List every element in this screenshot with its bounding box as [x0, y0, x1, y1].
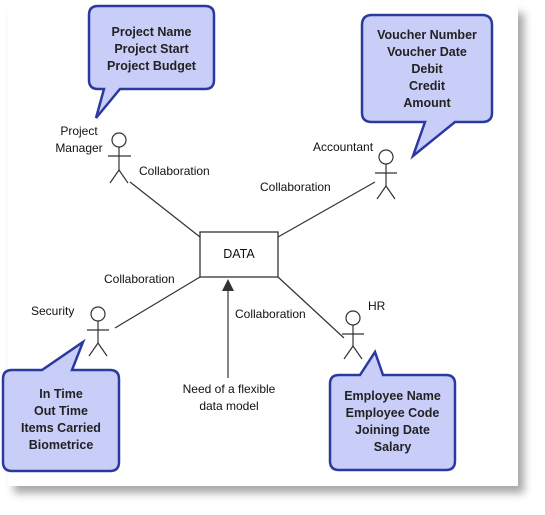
connector-accountant [277, 181, 376, 238]
connector-label-security: Collaboration [104, 272, 175, 286]
attribute: Salary [373, 440, 412, 454]
attribute: Items Carried [21, 421, 101, 435]
connector-label-project-manager: Collaboration [139, 164, 210, 178]
callout-accountant [360, 13, 494, 160]
attribute: Project Name [111, 25, 192, 39]
actor-hr-figure [342, 310, 364, 360]
connector-hr [277, 276, 345, 339]
accountant-attributes: Voucher Number Voucher Date Debit Credit… [362, 27, 492, 112]
attribute: Employee Name [344, 389, 441, 403]
attribute: Voucher Date [387, 45, 467, 59]
note-line: data model [199, 399, 259, 413]
actor-security-name: Security [31, 304, 75, 318]
project-manager-attributes: Project Name Project Start Project Budge… [89, 24, 214, 75]
actor-name-line: Project [60, 124, 98, 138]
attribute: Employee Code [345, 406, 440, 420]
note-line: Need of a flexible [182, 382, 276, 396]
attribute: Joining Date [354, 423, 430, 437]
actor-accountant-name: Accountant [313, 140, 374, 154]
data-box-label: DATA [223, 247, 255, 261]
actor-project-manager-figure [108, 132, 131, 184]
actor-name-line: Manager [55, 141, 103, 155]
callout-security [1, 338, 121, 473]
attribute: Biometrice [28, 438, 94, 452]
data-box [199, 231, 279, 278]
attribute: Credit [408, 79, 446, 93]
hr-attributes: Employee Name Employee Code Joining Date… [330, 388, 455, 456]
callout-hr [328, 349, 457, 472]
attribute: Out Time [34, 404, 88, 418]
connector-project-manager [129, 181, 201, 238]
attribute: In Time [39, 387, 83, 401]
attribute: Project Start [114, 42, 189, 56]
attribute: Debit [411, 62, 443, 76]
attribute: Project Budget [107, 59, 196, 73]
connector-security [114, 276, 201, 329]
connector-label-hr: Collaboration [235, 307, 306, 321]
actor-project-manager-name: Project Manager [50, 123, 108, 157]
attribute: Amount [403, 96, 451, 110]
actor-security-figure [87, 306, 109, 357]
connector-label-accountant: Collaboration [260, 180, 331, 194]
actor-accountant-figure [375, 149, 397, 200]
actor-hr-name: HR [368, 299, 386, 313]
callout-project-manager [87, 4, 216, 119]
attribute: Voucher Number [377, 28, 477, 42]
security-attributes: In Time Out Time Items Carried Biometric… [3, 386, 119, 454]
note-text: Need of a flexible data model [170, 381, 288, 415]
